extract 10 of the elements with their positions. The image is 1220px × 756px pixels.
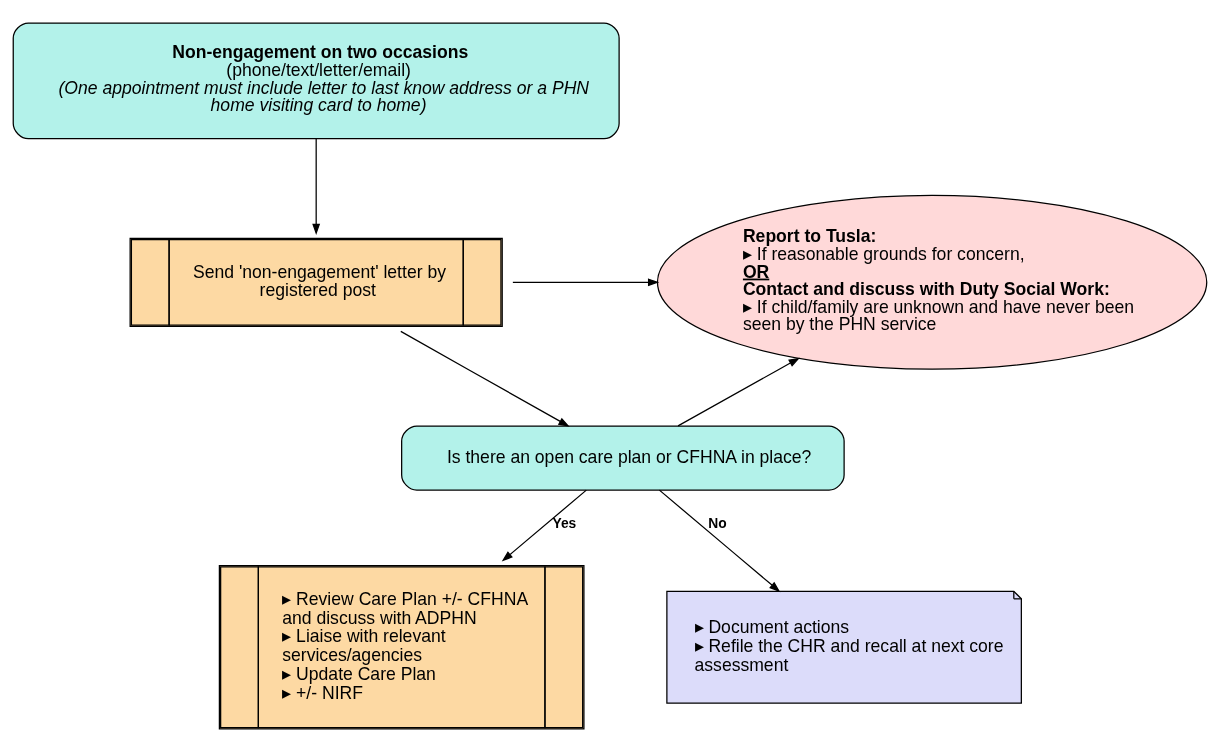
arrow bbox=[677, 357, 800, 427]
arrow bbox=[312, 138, 321, 235]
edge-label: Yes bbox=[552, 514, 577, 531]
arrow bbox=[501, 489, 587, 562]
node-box: Non-engagement on two occasions (phone/text/letter/email) (One appointment must include letter to last know address or a PHN home visiting card to home) bbox=[12, 21, 620, 139]
node-box: Is there an open care plan or CFHNA in place? bbox=[401, 424, 845, 491]
edge-label: No bbox=[708, 514, 727, 531]
arrow bbox=[658, 489, 781, 592]
arrow bbox=[400, 330, 570, 427]
arrow bbox=[512, 277, 660, 286]
